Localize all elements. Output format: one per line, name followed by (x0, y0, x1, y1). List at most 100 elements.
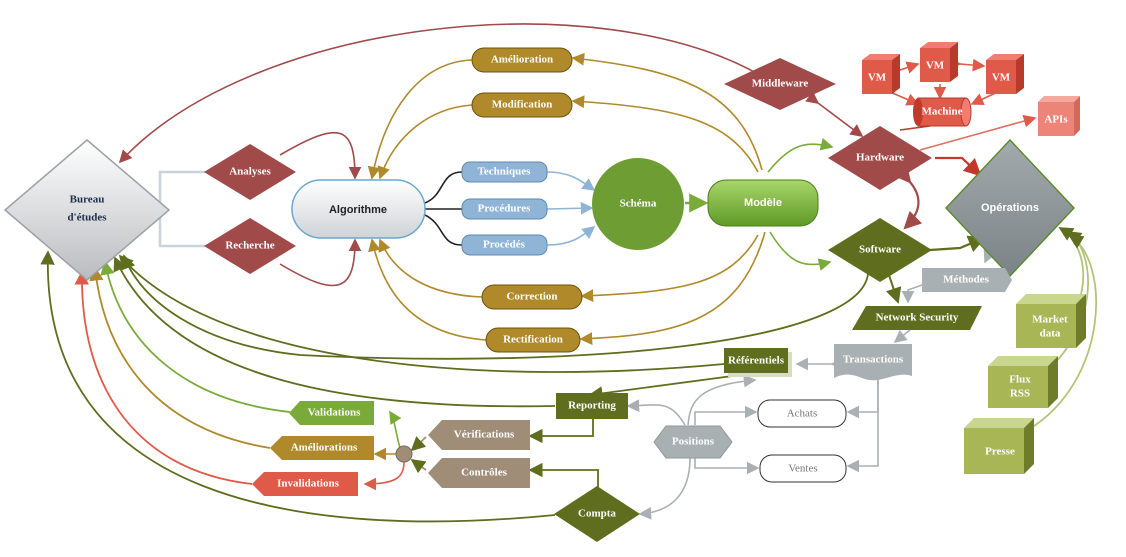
modele-label: Modèle (744, 197, 782, 209)
connector-hardware-machine (899, 125, 931, 131)
recherche-label: Recherche (225, 240, 274, 252)
connector-procedures-schema (546, 201, 594, 215)
vm-node-1[interactable]: VM (862, 54, 900, 94)
connector-software-operations (929, 235, 987, 253)
modification-node[interactable]: Modification (471, 92, 573, 118)
bureau-etudes-node[interactable]: Bureau d'études (3, 139, 171, 281)
connector-modele-correction (580, 234, 759, 302)
connector-reporting-verifications (528, 418, 594, 444)
verifications-label: Vérifications (454, 429, 515, 441)
compta-node[interactable]: Compta (554, 486, 640, 542)
amelioration-node[interactable]: Amélioration (471, 47, 573, 73)
connector-market-operations (1058, 227, 1085, 306)
vm-label-1: VM (868, 72, 887, 84)
connector-analyses-algo (279, 131, 362, 180)
recherche-node[interactable]: Recherche (204, 218, 296, 274)
transactions-node[interactable]: Transactions (834, 344, 912, 381)
ventes-node[interactable]: Ventes (759, 454, 847, 483)
procedures-node[interactable]: Procédures (461, 198, 548, 220)
connector-middleware-bureau (118, 23, 766, 164)
connector-algo-procedes (424, 214, 463, 246)
presse-node[interactable]: Presse (964, 418, 1034, 474)
market-data-node[interactable]: Market data (1016, 294, 1086, 348)
connector-positions-reporting (626, 399, 686, 426)
correction-label: Correction (506, 291, 557, 303)
market-data-label-2: data (1040, 328, 1061, 340)
connector-techniques-schema (546, 171, 596, 191)
reporting-label: Reporting (568, 400, 616, 412)
connector-netsec-transactions (893, 329, 911, 343)
procedures-label: Procédures (478, 203, 531, 215)
connector-presse-operations (1027, 235, 1098, 431)
connector-positions-compta (638, 457, 691, 520)
connector-software-bureau (121, 254, 877, 360)
schema-label: Schéma (620, 198, 657, 210)
network-security-node[interactable]: Network Security (852, 306, 982, 330)
validations-node[interactable]: Validations (289, 401, 374, 425)
connector-transactions-achats (846, 378, 879, 419)
connector-hardware-software (893, 164, 923, 230)
procedes-node[interactable]: Procédés (461, 234, 548, 256)
vm-label-2: VM (926, 60, 945, 72)
verifications-node[interactable]: Vérifications (428, 420, 530, 450)
amelioration-label: Amélioration (491, 54, 553, 66)
techniques-node[interactable]: Techniques (461, 161, 548, 183)
presse-label: Presse (985, 446, 1015, 458)
invalidations-node[interactable]: Invalidations (252, 472, 358, 496)
vm-node-3[interactable]: VM (986, 54, 1024, 94)
connector-controles-hub (410, 458, 427, 474)
bureau-label-line2: d'études (67, 212, 107, 224)
correction-node[interactable]: Correction (481, 284, 583, 310)
ventes-label: Ventes (788, 463, 817, 475)
flux-rss-label-1: Flux (1009, 374, 1031, 386)
connector-positions-achats (694, 405, 758, 425)
modele-node[interactable]: Modèle (707, 179, 819, 227)
procedes-label: Procédés (483, 239, 526, 251)
achats-label: Achats (787, 408, 818, 420)
connector-middleware-hardware (805, 91, 864, 137)
software-node[interactable]: Software (828, 218, 932, 282)
market-data-label-1: Market (1032, 314, 1068, 326)
rectification-node[interactable]: Rectification (485, 327, 581, 353)
positions-node[interactable]: Positions (653, 425, 733, 459)
machine-label: Machine (922, 106, 963, 118)
operations-label: Opérations (981, 202, 1039, 214)
schema-node[interactable]: Schéma (592, 158, 684, 250)
connector-vm2-vm3 (948, 56, 986, 72)
ameliorations-label: Améliorations (291, 442, 358, 454)
connectors (40, 23, 1098, 523)
hardware-node[interactable]: Hardware (828, 126, 932, 190)
referentiels-node[interactable]: Référentiels (724, 348, 792, 377)
connector-amelioration-algo (367, 59, 473, 180)
connector-algo-techniques (424, 171, 463, 204)
middleware-node[interactable]: Middleware (724, 58, 836, 110)
vm-node-2[interactable]: VM (920, 42, 958, 82)
connector-modele-modification (571, 95, 759, 173)
analyses-label: Analyses (229, 166, 271, 178)
modification-label: Modification (492, 99, 553, 111)
ameliorations-node[interactable]: Améliorations (270, 436, 374, 460)
operations-node[interactable]: Opérations (945, 138, 1075, 278)
reporting-node[interactable]: Reporting (556, 393, 628, 419)
connector-referentiels-bureau (118, 254, 725, 373)
connector-positions-ventes (694, 455, 760, 475)
methodes-node[interactable]: Méthodes (922, 268, 1012, 292)
connector-software-netsec (885, 271, 902, 304)
controles-node[interactable]: Contrôles (428, 458, 530, 488)
achats-node[interactable]: Achats (757, 399, 847, 428)
flux-rss-node[interactable]: Flux RSS (988, 356, 1058, 408)
apis-node[interactable]: APIs (1038, 96, 1080, 136)
connector-validations-bureau (100, 260, 291, 413)
connector-reporting-bureau (113, 256, 556, 408)
techniques-label: Techniques (478, 166, 532, 178)
analyses-node[interactable]: Analyses (204, 144, 296, 200)
merge-hub (395, 445, 413, 463)
algorithme-node[interactable]: Algorithme (291, 179, 426, 239)
connector-invalidations-bureau (74, 270, 253, 485)
connector-methodes-netsec (901, 283, 926, 304)
machine-node[interactable]: Machine (913, 97, 972, 127)
connector-verifications-hub (410, 436, 427, 452)
connector-vm1-vm2 (887, 61, 920, 80)
bureau-label-line1: Bureau (70, 194, 105, 206)
